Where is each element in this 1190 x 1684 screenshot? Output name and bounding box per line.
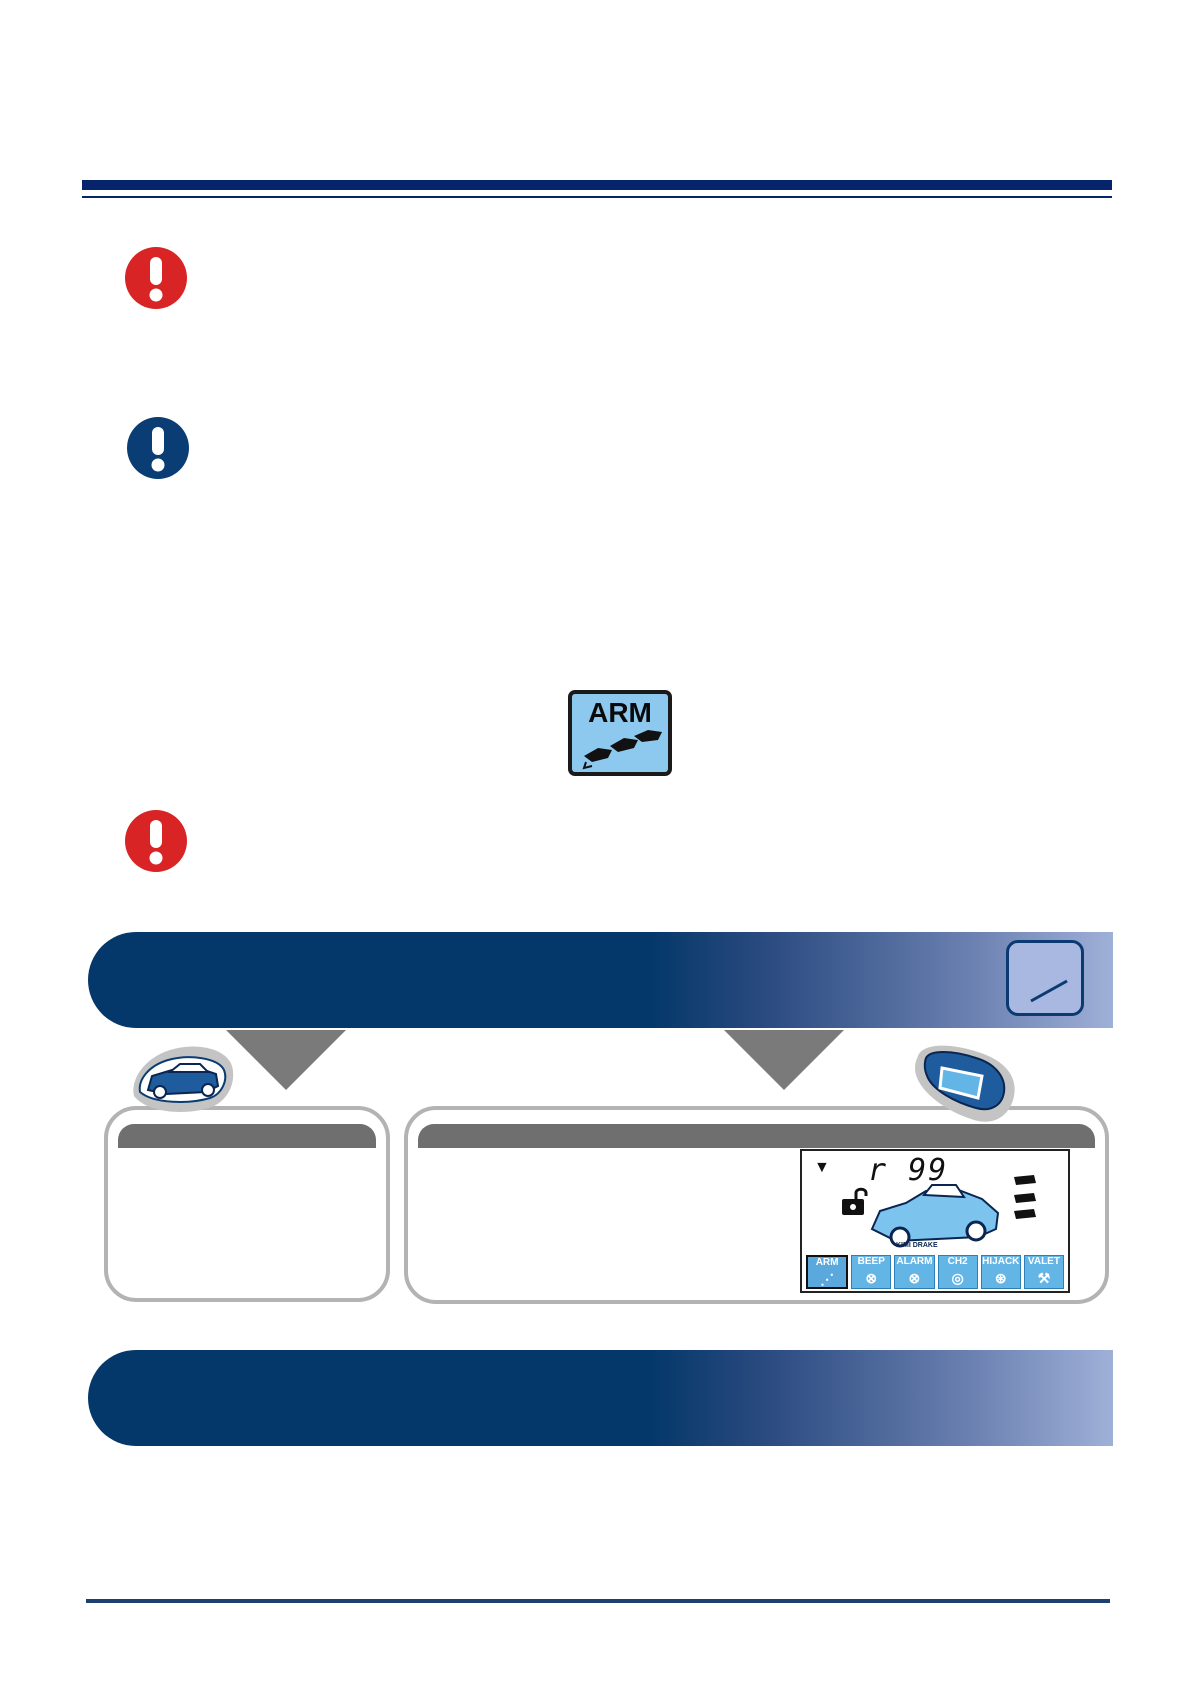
channel-icon: ◎ [951, 1270, 964, 1286]
info-icon [127, 417, 189, 479]
lcd-tile-hijack: HIJACK⊛ [980, 1255, 1021, 1289]
warning-icon [125, 810, 187, 872]
remote-control-icon [915, 1045, 1015, 1122]
arrow-down-icon [724, 1030, 844, 1090]
panel-header [418, 1124, 1095, 1148]
key-icon: ⋰ [820, 1271, 835, 1287]
panel-header [118, 1124, 376, 1148]
alarm-off-icon: ⊗ [908, 1270, 921, 1286]
section-banner [88, 932, 1113, 1028]
header-rule-thin [82, 196, 1112, 198]
beep-off-icon: ⊗ [865, 1270, 878, 1286]
warning-icon [125, 247, 187, 309]
section-badge [1006, 940, 1084, 1016]
car-alarm-keys-icon [1014, 1175, 1036, 1219]
car-plate: KIMI DRAKE [896, 1242, 938, 1249]
arm-icon: ARM [568, 690, 672, 776]
footer-rule [86, 1599, 1110, 1603]
section-banner [88, 1350, 1113, 1446]
steering-wheel-icon: ⊛ [994, 1270, 1007, 1286]
car-icon [133, 1046, 234, 1112]
car-panel [104, 1106, 390, 1302]
arm-label: ARM [588, 697, 652, 728]
lcd-mode-tiles: ARM⋰ BEEP⊗ ALARM⊗ CH2◎ HIJACK⊛ VALET⚒ [806, 1255, 1065, 1289]
remote-lcd-screen: ▼ r 99 KIMI DRAKE ARM⋰ BEEP⊗ ALARM⊗ CH2◎… [800, 1149, 1070, 1293]
unlock-icon [842, 1187, 868, 1215]
wrench-icon: ⚒ [1037, 1270, 1051, 1286]
signal-icon: ▼ [814, 1159, 830, 1176]
lcd-tile-beep: BEEP⊗ [851, 1255, 892, 1289]
arrow-down-icon [226, 1030, 346, 1090]
lcd-tile-alarm: ALARM⊗ [894, 1255, 935, 1289]
lcd-tile-arm: ARM⋰ [806, 1255, 849, 1289]
remote-panel [404, 1106, 1109, 1304]
car-display-icon: KIMI DRAKE [870, 1184, 1000, 1249]
header-rule-thick [82, 180, 1112, 190]
lcd-tile-ch2: CH2◎ [937, 1255, 978, 1289]
lcd-digits: r 99 [868, 1153, 949, 1188]
lcd-tile-valet: VALET⚒ [1023, 1255, 1065, 1289]
